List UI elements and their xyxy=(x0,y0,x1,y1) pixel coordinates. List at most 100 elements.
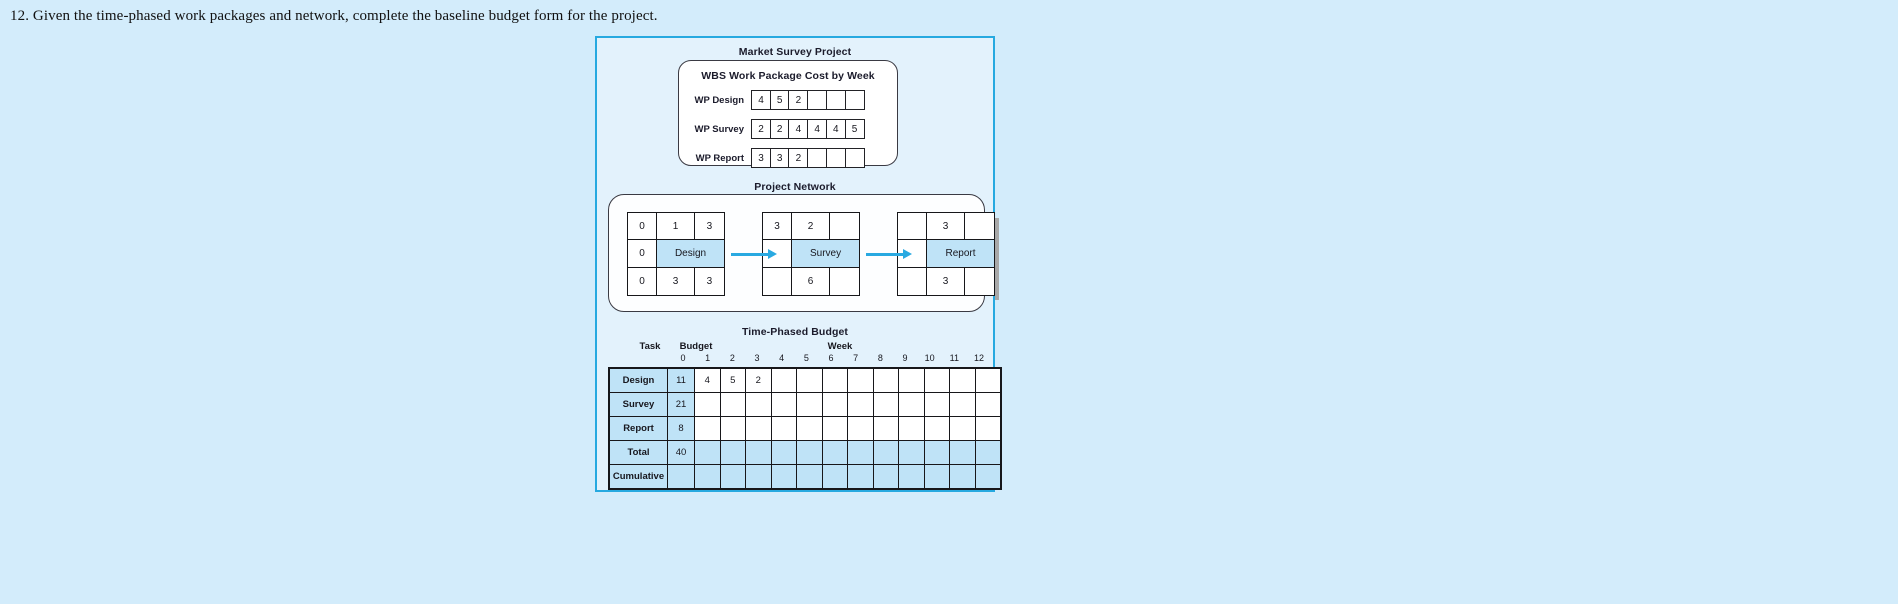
node-top-cell[interactable]: 3 xyxy=(763,213,793,241)
node-top-cell[interactable] xyxy=(964,213,994,241)
budget-amount-cell[interactable]: 8 xyxy=(667,416,695,441)
budget-week-cell[interactable] xyxy=(745,440,772,465)
wbs-cell[interactable]: 4 xyxy=(807,119,828,139)
wbs-cell[interactable]: 4 xyxy=(825,119,846,139)
budget-week-cell[interactable] xyxy=(719,440,746,465)
budget-week-cell[interactable] xyxy=(796,464,823,490)
budget-week-cell[interactable] xyxy=(974,392,1002,417)
budget-week-cell[interactable] xyxy=(821,416,848,441)
budget-week-cell[interactable] xyxy=(949,367,976,393)
node-mid-left-cell[interactable]: 0 xyxy=(628,240,658,268)
budget-amount-cell[interactable]: 21 xyxy=(667,392,695,417)
wbs-cell[interactable] xyxy=(807,148,828,168)
budget-week-cell[interactable] xyxy=(847,392,874,417)
budget-week-cell[interactable] xyxy=(745,464,772,490)
budget-week-cell[interactable] xyxy=(694,440,721,465)
node-top-cell[interactable] xyxy=(898,213,928,241)
budget-week-cell[interactable] xyxy=(974,440,1002,465)
budget-week-cell[interactable] xyxy=(949,416,976,441)
node-bottom-cell[interactable] xyxy=(898,267,928,295)
budget-week-cell[interactable] xyxy=(821,464,848,490)
budget-week-cell[interactable] xyxy=(898,440,925,465)
budget-week-cell[interactable] xyxy=(872,464,899,490)
budget-week-cell[interactable] xyxy=(796,367,823,393)
budget-week-cell[interactable] xyxy=(796,440,823,465)
budget-week-cell[interactable] xyxy=(770,464,797,490)
wbs-cell[interactable] xyxy=(844,148,865,168)
wbs-cell[interactable]: 3 xyxy=(769,148,790,168)
node-bottom-cell[interactable]: 3 xyxy=(927,267,965,295)
node-bottom-cell[interactable]: 3 xyxy=(657,267,695,295)
budget-week-cell[interactable] xyxy=(923,464,950,490)
wbs-cell[interactable]: 2 xyxy=(788,148,809,168)
budget-week-cell[interactable] xyxy=(923,440,950,465)
node-bottom-cell[interactable]: 3 xyxy=(706,275,713,287)
node-top-cell[interactable] xyxy=(829,213,859,241)
budget-week-cell[interactable] xyxy=(872,367,899,393)
wbs-cell[interactable]: 4 xyxy=(788,119,809,139)
budget-week-cell[interactable] xyxy=(974,416,1002,441)
budget-week-cell[interactable] xyxy=(770,392,797,417)
node-bottom-cell[interactable]: 0 xyxy=(628,267,658,295)
node-top-cell[interactable]: 0 xyxy=(628,213,658,241)
budget-week-cell[interactable] xyxy=(796,392,823,417)
budget-week-cell[interactable] xyxy=(770,440,797,465)
budget-week-cell[interactable] xyxy=(872,392,899,417)
budget-week-cell[interactable] xyxy=(719,464,746,490)
budget-amount-cell[interactable]: 11 xyxy=(667,367,695,393)
budget-week-cell[interactable] xyxy=(719,392,746,417)
budget-week-cell[interactable] xyxy=(898,367,925,393)
budget-week-cell[interactable] xyxy=(949,440,976,465)
budget-week-cell[interactable] xyxy=(898,416,925,441)
budget-week-cell[interactable] xyxy=(923,367,950,393)
budget-week-cell[interactable] xyxy=(821,440,848,465)
budget-week-cell[interactable] xyxy=(770,416,797,441)
node-bottom-cell[interactable]: 6 xyxy=(792,267,830,295)
node-name-cell[interactable]: Survey xyxy=(792,240,859,268)
budget-week-cell[interactable] xyxy=(898,392,925,417)
budget-week-cell[interactable] xyxy=(847,464,874,490)
budget-week-cell[interactable] xyxy=(745,416,772,441)
wbs-cell[interactable]: 2 xyxy=(769,119,790,139)
budget-week-cell[interactable] xyxy=(974,464,1002,490)
budget-week-cell[interactable] xyxy=(719,416,746,441)
budget-week-cell[interactable] xyxy=(847,440,874,465)
budget-week-cell[interactable] xyxy=(898,464,925,490)
wbs-cell[interactable]: 5 xyxy=(844,119,865,139)
node-top-cell[interactable]: 1 xyxy=(657,213,695,241)
budget-week-cell[interactable] xyxy=(694,392,721,417)
budget-week-cell[interactable] xyxy=(923,392,950,417)
node-top-cell[interactable]: 2 xyxy=(792,213,830,241)
budget-week-cell[interactable] xyxy=(821,392,848,417)
node-mid-left-cell[interactable] xyxy=(763,240,793,268)
budget-week-cell[interactable] xyxy=(949,464,976,490)
wbs-cell[interactable] xyxy=(825,148,846,168)
wbs-cell[interactable]: 2 xyxy=(788,90,809,110)
budget-week-cell[interactable] xyxy=(872,416,899,441)
budget-week-cell[interactable] xyxy=(847,416,874,441)
budget-week-cell[interactable] xyxy=(847,367,874,393)
wbs-cell[interactable]: 5 xyxy=(769,90,790,110)
budget-week-cell[interactable] xyxy=(821,367,848,393)
wbs-cell[interactable]: 3 xyxy=(751,148,771,168)
budget-week-cell[interactable]: 2 xyxy=(745,367,772,393)
budget-week-cell[interactable] xyxy=(694,416,721,441)
budget-amount-cell[interactable]: 40 xyxy=(667,440,695,465)
node-name-cell[interactable]: Design xyxy=(657,240,724,268)
node-top-cell[interactable]: 3 xyxy=(927,213,965,241)
node-bottom-cell[interactable] xyxy=(965,268,994,295)
node-bottom-cell[interactable] xyxy=(763,267,793,295)
wbs-cell[interactable] xyxy=(825,90,846,110)
budget-week-cell[interactable] xyxy=(796,416,823,441)
wbs-cell[interactable]: 2 xyxy=(751,119,771,139)
budget-amount-cell[interactable] xyxy=(667,464,695,490)
budget-week-cell[interactable] xyxy=(949,392,976,417)
wbs-cell[interactable] xyxy=(844,90,865,110)
budget-week-cell[interactable] xyxy=(923,416,950,441)
node-name-cell[interactable]: Report xyxy=(927,240,994,268)
budget-week-cell[interactable] xyxy=(745,392,772,417)
budget-week-cell[interactable] xyxy=(694,464,721,490)
node-bottom-cell[interactable] xyxy=(830,268,859,295)
budget-week-cell[interactable] xyxy=(770,367,797,393)
budget-week-cell[interactable] xyxy=(872,440,899,465)
